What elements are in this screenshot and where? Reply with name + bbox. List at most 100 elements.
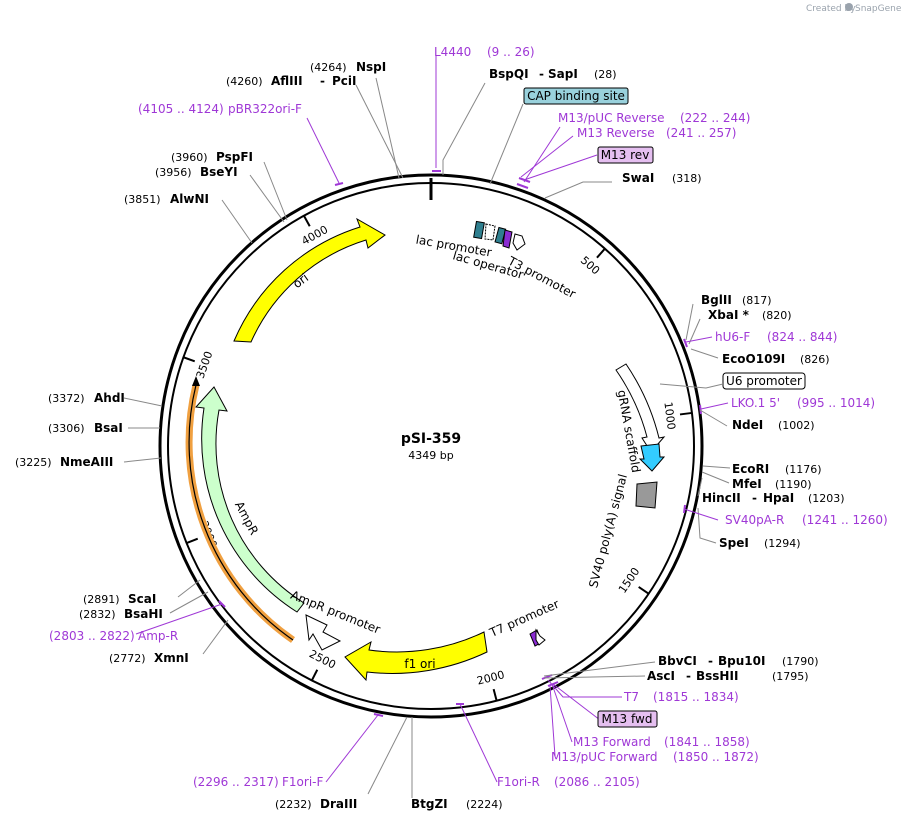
- f1ori-f-name: F1ori-F: [282, 775, 323, 789]
- enzyme-eco0109i[interactable]: EcoO109I (826): [722, 352, 830, 366]
- enzyme-xbai[interactable]: XbaI * (820): [708, 308, 792, 322]
- btgzi-position: (2224): [466, 798, 503, 811]
- primer-l4440[interactable]: L4440 (9 .. 26): [434, 45, 535, 59]
- u6-promoter-box[interactable]: U6 promoter: [722, 372, 806, 390]
- tick-mark-500: [596, 248, 606, 259]
- mfei-position: (1190): [775, 478, 812, 491]
- tick-label-1000: 1000: [661, 401, 677, 430]
- enzyme-bseyi[interactable]: (3956) BseYI: [155, 165, 238, 179]
- u6-box-bg: [722, 372, 806, 390]
- primer-m13puc-forward[interactable]: M13/pUC Forward (1850 .. 1872): [551, 750, 759, 764]
- lko1-name: LKO.1 5': [731, 396, 780, 410]
- primer-m13-reverse[interactable]: M13 Reverse (241 .. 257): [577, 126, 736, 140]
- hu6f-name: hU6-F: [715, 330, 750, 344]
- aflIII-sep: -: [320, 74, 325, 88]
- cap-site-feature[interactable]: [473, 220, 485, 240]
- ori-feature[interactable]: [233, 217, 386, 343]
- lac-promoter-feature[interactable]: [484, 223, 496, 241]
- m13rev-feature[interactable]: [502, 229, 513, 249]
- enzyme-xmni[interactable]: (2772) XmnI: [109, 651, 189, 665]
- enzyme-nmeaiii[interactable]: (3225) NmeAIII: [15, 455, 113, 469]
- primer-t7[interactable]: T7 (1815 .. 1834): [623, 690, 739, 704]
- enzyme-bbvci[interactable]: BbvCI - Bpu10I (1790): [658, 654, 819, 668]
- ampr-r-range: (2803 .. 2822): [49, 629, 135, 643]
- enzyme-bsai[interactable]: (3306) BsaI: [48, 421, 123, 435]
- cap-box-bg: [523, 87, 629, 105]
- tick-label-2000: 2000: [476, 668, 506, 688]
- nspi-name: NspI: [356, 60, 386, 74]
- enzyme-aflIII[interactable]: (4260) AflIII - PciI: [226, 74, 357, 88]
- ahdi-name: AhdI: [94, 391, 125, 405]
- enzyme-swai[interactable]: SwaI (318): [622, 171, 702, 185]
- primer-f1ori-r[interactable]: F1ori-R (2086 .. 2105): [497, 775, 640, 789]
- enzyme-hincii[interactable]: HincII - HpaI (1203): [702, 491, 845, 505]
- primer-amp-r[interactable]: (2803 .. 2822) Amp-R: [49, 629, 178, 643]
- m13fwd-box-label: M13 fwd: [602, 712, 653, 726]
- m13puc-rev-name: M13/pUC Reverse: [558, 111, 665, 125]
- l4440-name: L4440: [434, 45, 471, 59]
- snapgene-watermark: Created by SnapGene: [806, 3, 902, 14]
- grna-feature[interactable]: [638, 443, 666, 472]
- primer-f1ori-f[interactable]: (2296 .. 2317) F1ori-F: [193, 775, 323, 789]
- ampr-promoter-label: AmpR promoter: [289, 588, 383, 637]
- enzyme-pspfi[interactable]: (3960) PspFI: [171, 150, 253, 164]
- eco0109i-position: (826): [800, 353, 830, 366]
- tick-mark-1500: [638, 586, 650, 595]
- m13fwd-box-bg: [597, 710, 658, 728]
- bsahi-name: BsaHI: [124, 607, 163, 621]
- t3-promoter-feature[interactable]: [512, 233, 526, 251]
- primer-m13puc-reverse[interactable]: M13/pUC Reverse (222 .. 244): [558, 111, 750, 125]
- enzyme-bsahi[interactable]: (2832) BsaHI: [79, 607, 163, 621]
- ampr-promoter-feature[interactable]: [305, 614, 342, 651]
- enzyme-alwni[interactable]: (3851) AlwNI: [124, 192, 209, 206]
- enzyme-ecori[interactable]: EcoRI (1176): [732, 462, 822, 476]
- cap-binding-site-box[interactable]: CAP binding site: [523, 87, 629, 105]
- enzyme-draiii[interactable]: (2232) DraIII: [275, 797, 357, 811]
- bglii-name: BglII: [701, 293, 732, 307]
- ampr-feature[interactable]: [194, 386, 305, 613]
- enzyme-bspqi[interactable]: BspQI - SapI (28): [489, 67, 617, 81]
- nmeaiii-position: (3225): [15, 456, 52, 469]
- ampr-r-name: Amp-R: [138, 629, 178, 643]
- asci-sep: -: [686, 669, 691, 683]
- bsshii-name: BssHII: [696, 669, 738, 683]
- primer-lko1[interactable]: LKO.1 5' (995 .. 1014): [731, 396, 875, 410]
- enzyme-asci[interactable]: AscI - BssHII (1795): [647, 669, 809, 683]
- xmni-name: XmnI: [154, 651, 189, 665]
- enzyme-ahdi[interactable]: (3372) AhdI: [48, 391, 125, 405]
- ahdi-position: (3372): [48, 392, 85, 405]
- sv40pa-r-range: (1241 .. 1260): [802, 513, 888, 527]
- enzyme-ndei[interactable]: NdeI (1002): [732, 418, 815, 432]
- enzyme-bglii[interactable]: BglII (817): [701, 293, 772, 307]
- primer-hu6-f[interactable]: hU6-F (824 .. 844): [715, 330, 837, 344]
- swai-position: (318): [672, 172, 702, 185]
- primer-m13-forward[interactable]: M13 Forward (1841 .. 1858): [573, 735, 750, 749]
- m13puc-rev-range: (222 .. 244): [680, 111, 750, 125]
- plasmid-size: 4349 bp: [408, 449, 453, 462]
- f1ori-r-name: F1ori-R: [497, 775, 540, 789]
- enzyme-btgzi[interactable]: BtgZI (2224): [411, 797, 503, 811]
- mfei-name: MfeI: [732, 477, 762, 491]
- aflIII-name: AflIII: [271, 74, 303, 88]
- sv40-polya-feature[interactable]: [635, 481, 658, 509]
- sv40-polya-label: SV40 poly(A) signal: [586, 473, 630, 590]
- f1-ori-feature[interactable]: [344, 631, 488, 682]
- l4440-range: (9 .. 26): [487, 45, 535, 59]
- tick-mark-3500: [183, 356, 196, 363]
- primer-leader-lines: [135, 56, 729, 783]
- m13-fwd-name: M13 Forward: [573, 735, 651, 749]
- enzyme-scai[interactable]: (2891) ScaI: [83, 592, 156, 606]
- t7-promoter-feature[interactable]: [535, 628, 546, 646]
- m13-fwd-box[interactable]: M13 fwd: [597, 710, 658, 728]
- snapgene-logo-icon: [845, 3, 853, 11]
- m13-rev-box[interactable]: M13 rev: [597, 146, 654, 164]
- primer-pbr322ori-f[interactable]: (4105 .. 4124) pBR322ori-F: [138, 102, 302, 116]
- spei-name: SpeI: [719, 536, 749, 550]
- bsahi-position: (2832): [79, 608, 116, 621]
- enzyme-nspi[interactable]: (4264) NspI: [310, 60, 386, 74]
- enzyme-mfei[interactable]: MfeI (1190): [732, 477, 812, 491]
- primer-sv40pa-r[interactable]: SV40pA-R (1241 .. 1260): [725, 513, 888, 527]
- enzyme-spei[interactable]: SpeI (1294): [719, 536, 801, 550]
- m13-fwd-range: (1841 .. 1858): [664, 735, 750, 749]
- spei-position: (1294): [764, 537, 801, 550]
